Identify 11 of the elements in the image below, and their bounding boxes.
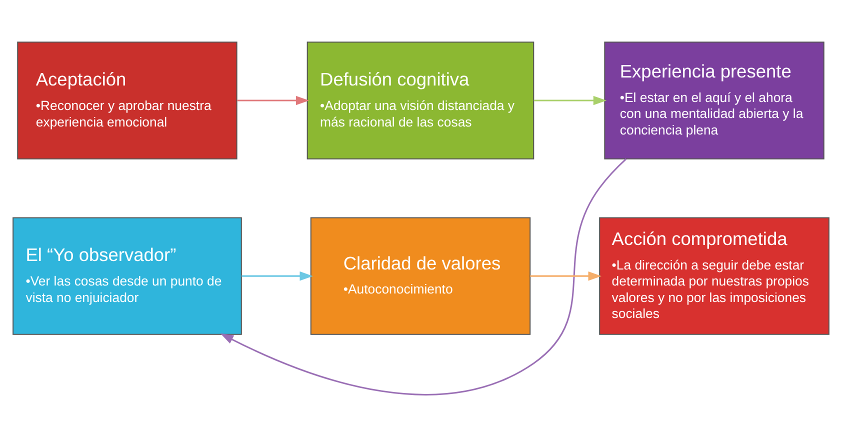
- node-box: Aceptación •Reconocer y aprobar nuestra experiencia emocional: [16, 41, 237, 159]
- arrow: [530, 270, 601, 280]
- node-box: Experiencia presente •El estar en el aquí y el ahora con una mentalidad abierta y la conciencia plena: [604, 41, 824, 159]
- node-box: Acción comprometida •La dirección a seguir debe estar determinada por nuestras propios valores y no por las imposiciones sociales: [598, 216, 829, 334]
- arrow: [241, 270, 312, 280]
- arrow: [220, 158, 626, 395]
- arrow: [236, 95, 309, 105]
- node-box: El “Yo observador” •Ver las cosas desde un punto de vista no enjuiciador: [12, 216, 242, 334]
- node-box: Defusión cognitiva •Adoptar una visión distanciada y más racional de las cosas: [306, 41, 534, 159]
- node-box: Claridad de valores •Autoconocimiento: [310, 216, 530, 334]
- arrow: [533, 95, 606, 105]
